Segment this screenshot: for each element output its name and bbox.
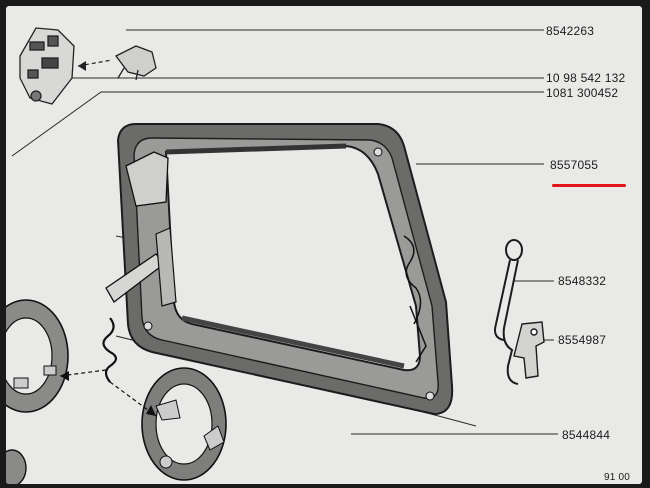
dashed-arrow-clip [77, 59, 113, 67]
leader-line-1081-300452 [11, 91, 544, 157]
gasket-bottom-drawing [141, 367, 227, 481]
spring-clip-drawing [494, 239, 523, 385]
gasket-left-drawing [6, 299, 69, 413]
switch-assembly-drawing [19, 27, 75, 105]
wire-spring-drawing [102, 317, 118, 383]
arrow-head-right [146, 405, 156, 416]
part-number-8557055: 8557055 [550, 158, 599, 172]
highlight-underline [552, 184, 626, 187]
part-number-8548332: 8548332 [558, 274, 607, 288]
bracket-drawing [513, 321, 545, 379]
part-number-8554987: 8554987 [558, 333, 607, 347]
parts-catalog-page: 8542263 10 98 542 132 1081 300452 855705… [6, 6, 642, 484]
small-clip-drawing [115, 45, 157, 81]
dashed-guide-right [109, 381, 157, 417]
headlight-frame-drawing [105, 123, 454, 416]
gasket-corner-drawing [6, 449, 27, 484]
part-number-10-98-542-132: 10 98 542 132 [546, 71, 626, 85]
arrow-head-left [60, 371, 69, 381]
arrow-head-clip [78, 61, 86, 71]
part-number-8544844: 8544844 [562, 428, 611, 442]
part-number-8542263: 8542263 [546, 24, 595, 38]
part-number-1081-300452: 1081 300452 [546, 86, 619, 100]
corner-fragment-text: 91 00 [604, 472, 631, 483]
exploded-diagram [6, 27, 558, 484]
